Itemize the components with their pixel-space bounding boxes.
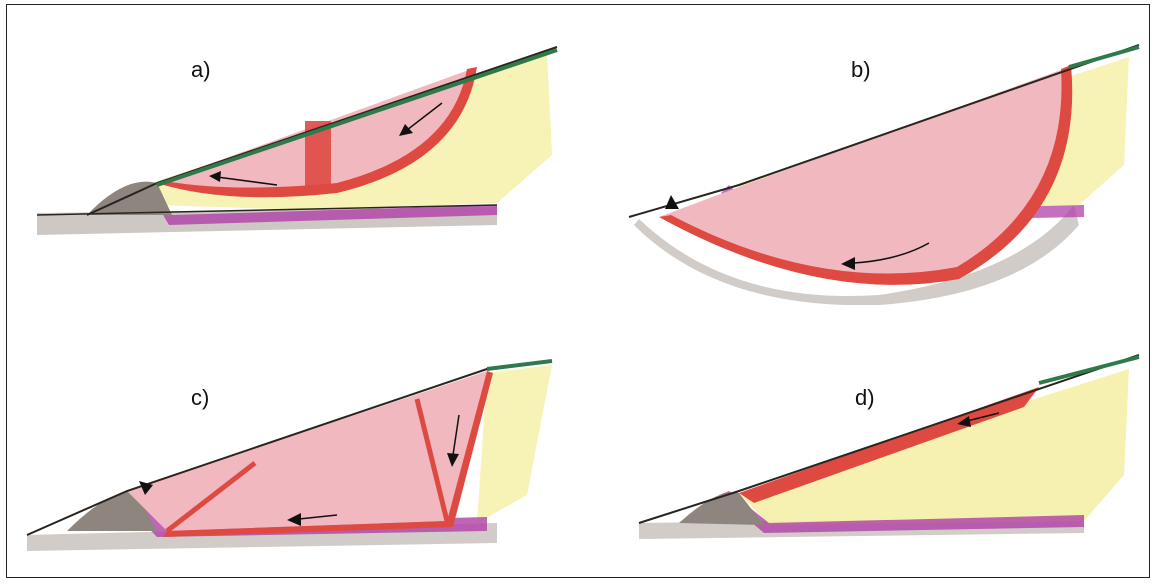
panel-c-drawing bbox=[7, 295, 579, 579]
panel-a-drawing bbox=[7, 5, 579, 295]
panel-b-drawing bbox=[579, 5, 1151, 305]
sliding-mass bbox=[127, 371, 487, 531]
panel-c: c) bbox=[7, 295, 579, 579]
panel-d: d) bbox=[579, 295, 1151, 579]
soil-layer bbox=[739, 369, 1129, 525]
panel-b: b) bbox=[579, 5, 1151, 305]
sliding-mass bbox=[659, 67, 1070, 283]
panel-d-drawing bbox=[579, 295, 1151, 579]
panel-a: a) bbox=[7, 5, 579, 295]
figure-frame: a) b) bbox=[6, 4, 1150, 578]
arrowhead bbox=[665, 195, 679, 209]
